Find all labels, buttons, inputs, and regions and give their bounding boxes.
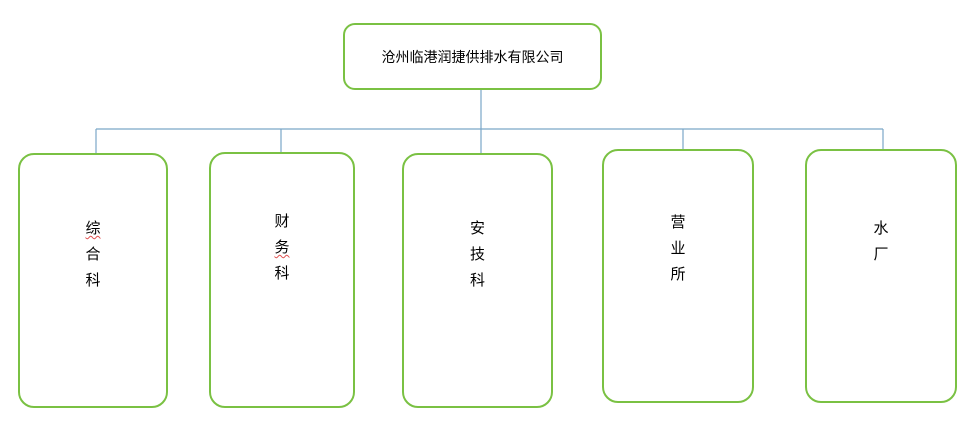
department-label-char: 财 [274,212,290,230]
department-label-char: 业 [670,239,686,257]
department-box-anji: 安技科 [402,153,553,408]
department-label-char: 科 [274,264,290,282]
department-label-char: 水 [873,219,889,237]
department-box-shuichang: 水厂 [805,149,957,403]
root-company-box: 沧州临港润捷供排水有限公司 [343,23,602,90]
department-label-char: 技 [469,245,485,263]
department-box-yingye: 营业所 [602,149,754,403]
department-label: 综合科 [20,215,166,293]
department-label-char: 厂 [873,245,889,263]
department-label-char: 安 [469,219,485,237]
department-label-char: 合 [85,245,101,263]
department-label-char: 营 [670,213,686,231]
department-label: 营业所 [604,209,752,287]
root-company-label: 沧州临港润捷供排水有限公司 [381,49,564,66]
department-label: 水厂 [807,215,955,267]
department-label-char: 务 [274,238,290,256]
department-label-char: 科 [469,271,485,289]
department-box-zonghe: 综合科 [18,153,168,408]
department-label: 安技科 [404,215,551,293]
department-label-char: 科 [85,271,101,289]
department-label-char: 所 [670,265,686,283]
department-label-char: 综 [85,219,101,237]
department-box-caiwu: 财务科 [209,152,355,408]
department-label: 财务科 [211,208,353,286]
